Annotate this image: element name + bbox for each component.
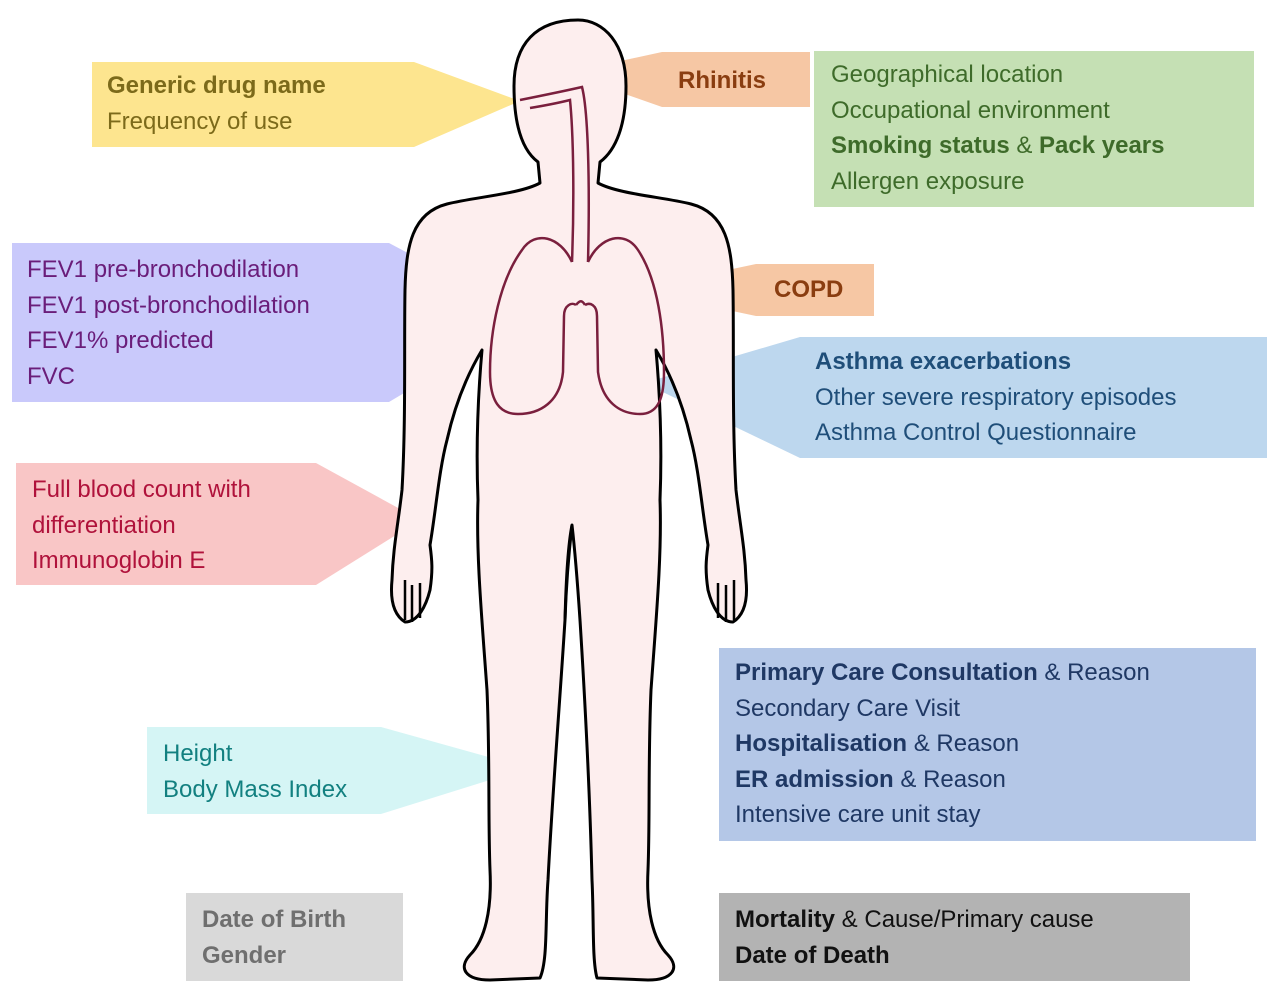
drug-callout: Generic drug name Frequency of use	[107, 68, 326, 139]
icu-label: Intensive care unit stay	[735, 797, 1150, 833]
rhinitis-callout: Rhinitis	[678, 63, 766, 99]
smoking-ampersand: &	[1010, 132, 1039, 159]
hospitalisation-text: Hospitalisation	[735, 730, 907, 757]
drug-name-label: Generic drug name	[107, 68, 326, 104]
acq-label: Asthma Control Questionnaire	[815, 415, 1177, 451]
secondary-care-label: Secondary Care Visit	[735, 691, 1150, 727]
asthma-exacerbations-label: Asthma exacerbations	[815, 344, 1177, 380]
respiratory-episodes-label: Other severe respiratory episodes	[815, 380, 1177, 416]
fev1-predicted-label: FEV1% predicted	[27, 323, 310, 359]
date-of-birth-label: Date of Birth	[202, 902, 346, 938]
bmi-label: Body Mass Index	[163, 772, 347, 808]
pack-years-text: Pack years	[1039, 132, 1164, 159]
allergen-label: Allergen exposure	[831, 164, 1165, 200]
drug-frequency-label: Frequency of use	[107, 104, 326, 140]
rhinitis-label: Rhinitis	[678, 63, 766, 99]
blood-count-label: Full blood count with	[32, 472, 251, 508]
fvc-label: FVC	[27, 359, 310, 395]
date-of-death-label: Date of Death	[735, 938, 1094, 974]
primary-care-label: Primary Care Consultation & Reason	[735, 655, 1150, 691]
copd-callout: COPD	[774, 272, 843, 308]
height-label: Height	[163, 736, 347, 772]
occupational-label: Occupational environment	[831, 93, 1165, 129]
environment-callout: Geographical location Occupational envir…	[831, 57, 1165, 199]
gender-label: Gender	[202, 938, 346, 974]
copd-label: COPD	[774, 272, 843, 308]
hospitalisation-label: Hospitalisation & Reason	[735, 726, 1150, 762]
geo-location-label: Geographical location	[831, 57, 1165, 93]
er-admission-label: ER admission & Reason	[735, 762, 1150, 798]
smoking-status-text: Smoking status	[831, 132, 1010, 159]
hospitalisation-reason: & Reason	[907, 730, 1019, 757]
mortality-cause: & Cause/Primary cause	[835, 906, 1094, 933]
fev1-post-label: FEV1 post-bronchodilation	[27, 288, 310, 324]
blood-callout: Full blood count with differentiation Im…	[32, 472, 251, 579]
smoking-label: Smoking status & Pack years	[831, 128, 1165, 164]
lung-function-callout: FEV1 pre-bronchodilation FEV1 post-bronc…	[27, 252, 310, 394]
asthma-callout: Asthma exacerbations Other severe respir…	[815, 344, 1177, 451]
anthropometry-callout: Height Body Mass Index	[163, 736, 347, 807]
er-admission-text: ER admission	[735, 766, 894, 793]
mortality-callout: Mortality & Cause/Primary cause Date of …	[735, 902, 1094, 973]
er-admission-reason: & Reason	[894, 766, 1006, 793]
mortality-label: Mortality & Cause/Primary cause	[735, 902, 1094, 938]
demographics-callout: Date of Birth Gender	[202, 902, 346, 973]
mortality-text: Mortality	[735, 906, 835, 933]
fev1-pre-label: FEV1 pre-bronchodilation	[27, 252, 310, 288]
primary-care-reason: & Reason	[1038, 659, 1150, 686]
body-silhouette	[392, 20, 747, 980]
ige-label: Immunoglobin E	[32, 543, 251, 579]
healthcare-callout: Primary Care Consultation & Reason Secon…	[735, 655, 1150, 833]
differentiation-label: differentiation	[32, 508, 251, 544]
primary-care-text: Primary Care Consultation	[735, 659, 1038, 686]
